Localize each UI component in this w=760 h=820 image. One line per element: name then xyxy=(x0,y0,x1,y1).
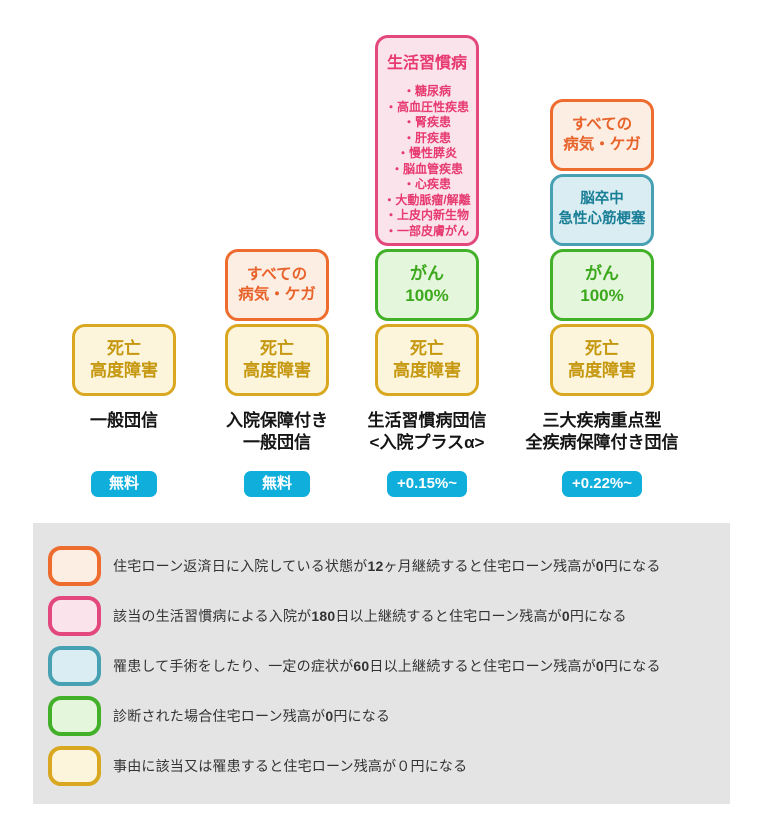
legend-color-swatch-all_illness xyxy=(48,546,101,586)
product-name: 生活習慣病団信 <入院プラスα> xyxy=(368,410,487,454)
coverage-stack: すべての病気・ケガ死亡高度障害 xyxy=(225,35,329,396)
disease-list-item: ・高血圧性疾患 xyxy=(384,99,469,114)
product-name-line: 入院保障付き xyxy=(226,411,328,430)
coverage-box-lifestyle: 生活習慣病・糖尿病・高血圧性疾患・腎疾患・肝疾患・慢性膵炎・脳血管疾患・心疾患・… xyxy=(375,35,479,246)
coverage-box-text: 死亡 xyxy=(410,339,444,359)
product-name-line: 三大疾病重点型 xyxy=(542,411,662,430)
price-badge: +0.22%~ xyxy=(561,471,643,497)
product-name-line: 全疾病保障付き団信 xyxy=(525,433,679,452)
coverage-box-stroke: 脳卒中急性心筋梗塞 xyxy=(550,174,654,246)
product-column: 生活習慣病・糖尿病・高血圧性疾患・腎疾患・肝疾患・慢性膵炎・脳血管疾患・心疾患・… xyxy=(368,35,487,497)
legend-color-swatch-lifestyle xyxy=(48,596,101,636)
legend-item-text: 住宅ローン返済日に入院している状態が12ヶ月継続すると住宅ローン残高が0円になる xyxy=(113,558,661,574)
coverage-box-text: がん xyxy=(585,264,619,284)
product-column: すべての病気・ケガ脳卒中急性心筋梗塞がん 100% 死亡高度障害 三大疾病重点型全疾… xyxy=(526,35,679,497)
disease-list-item: ・慢性膵炎 xyxy=(396,146,457,161)
coverage-stack: 生活習慣病・糖尿病・高血圧性疾患・腎疾患・肝疾患・慢性膵炎・脳血管疾患・心疾患・… xyxy=(375,35,479,396)
legend-panel: 住宅ローン返済日に入院している状態が12ヶ月継続すると住宅ローン残高が0円になる… xyxy=(33,523,730,804)
coverage-box-text: 高度障害 xyxy=(393,361,461,380)
legend-item: 住宅ローン返済日に入院している状態が12ヶ月継続すると住宅ローン残高が0円になる xyxy=(48,546,720,586)
lifestyle-disease-title: 生活習慣病 xyxy=(386,55,467,72)
disease-list-item: ・一部皮膚がん xyxy=(384,223,469,238)
legend-item: 該当の生活習慣病による入院が180日以上継続すると住宅ローン残高が0円になる xyxy=(48,596,720,636)
coverage-stack: すべての病気・ケガ脳卒中急性心筋梗塞がん 100% 死亡高度障害 xyxy=(550,35,654,396)
product-name: 一般団信 xyxy=(90,410,158,454)
legend-item: 罹患して手術をしたり、一定の症状が60日以上継続すると住宅ローン残高が0円になる xyxy=(48,646,720,686)
price-badge: 無料 xyxy=(244,471,310,497)
disease-list-item: ・糖尿病 xyxy=(402,84,451,99)
price-badge: 無料 xyxy=(91,471,157,497)
disease-list-item: ・脳血管疾患 xyxy=(390,161,463,176)
coverage-box-cancer: がん 100% xyxy=(375,249,479,321)
coverage-box-cancer: がん 100% xyxy=(550,249,654,321)
coverage-box-text: 高度障害 xyxy=(90,361,158,380)
coverage-box-text: 病気・ケガ xyxy=(563,136,641,153)
coverage-box-death: 死亡高度障害 xyxy=(375,324,479,396)
disease-list-item: ・上皮内新生物 xyxy=(384,208,469,223)
coverage-box-text: すべての xyxy=(571,116,633,134)
coverage-box-text: 脳卒中 xyxy=(580,191,624,208)
product-name-line: 生活習慣病団信 xyxy=(367,411,487,430)
coverage-box-all_illness: すべての病気・ケガ xyxy=(550,99,654,171)
legend-color-swatch-cancer xyxy=(48,696,101,736)
product-column: 死亡高度障害 一般団信 無料 xyxy=(72,35,176,497)
coverage-box-death: 死亡高度障害 xyxy=(550,324,654,396)
legend-item-text: 診断された場合住宅ローン残高が0円になる xyxy=(113,708,391,724)
legend-color-swatch-stroke xyxy=(48,646,101,686)
legend-item: 事由に該当又は罹患すると住宅ローン残高が０円になる xyxy=(48,746,720,786)
coverage-box-text: 高度障害 xyxy=(243,361,311,380)
coverage-box-text: がん xyxy=(410,264,444,284)
coverage-box-death: 死亡高度障害 xyxy=(225,324,329,396)
product-name: 三大疾病重点型全疾病保障付き団信 xyxy=(526,410,679,454)
price-badge: +0.15%~ xyxy=(386,471,468,497)
legend-item-text: 事由に該当又は罹患すると住宅ローン残高が０円になる xyxy=(113,758,468,774)
product-name-line: <入院プラスα> xyxy=(369,433,485,452)
product-name-line: 一般団信 xyxy=(90,411,158,430)
coverage-box-text: 死亡 xyxy=(260,339,294,359)
coverage-box-death: 死亡高度障害 xyxy=(72,324,176,396)
legend-color-swatch-death xyxy=(48,746,101,786)
product-name-line: 一般団信 xyxy=(243,433,311,452)
disease-list-item: ・心疾患 xyxy=(402,177,451,192)
product-name: 入院保障付き一般団信 xyxy=(226,410,328,454)
legend-item: 診断された場合住宅ローン残高が0円になる xyxy=(48,696,720,736)
disease-list: ・糖尿病・高血圧性疾患・腎疾患・肝疾患・慢性膵炎・脳血管疾患・心疾患・大動脈瘤/… xyxy=(383,84,470,239)
coverage-box-text: 100% xyxy=(405,286,449,305)
coverage-box-text: 死亡 xyxy=(107,339,141,359)
product-columns: 死亡高度障害 一般団信 無料 すべての病気・ケガ死亡高度障害 入院保障付き一般団… xyxy=(72,35,679,497)
coverage-box-text: 死亡 xyxy=(585,339,619,359)
legend-item-text: 罹患して手術をしたり、一定の症状が60日以上継続すると住宅ローン残高が0円になる xyxy=(113,658,661,674)
disease-list-item: ・腎疾患 xyxy=(402,115,451,130)
coverage-box-text: 急性心筋梗塞 xyxy=(558,211,646,227)
product-column: すべての病気・ケガ死亡高度障害 入院保障付き一般団信 無料 xyxy=(225,35,329,497)
coverage-stack: 死亡高度障害 xyxy=(72,35,176,396)
coverage-box-text: 病気・ケガ xyxy=(238,286,316,303)
legend-item-text: 該当の生活習慣病による入院が180日以上継続すると住宅ローン残高が0円になる xyxy=(113,608,627,624)
coverage-box-text: 高度障害 xyxy=(568,361,636,380)
disease-list-item: ・大動脈瘤/解離 xyxy=(383,192,471,207)
disease-list-item: ・肝疾患 xyxy=(402,130,451,145)
coverage-box-all_illness: すべての病気・ケガ xyxy=(225,249,329,321)
coverage-box-text: 100% xyxy=(580,286,624,305)
coverage-box-text: すべての xyxy=(246,266,308,284)
